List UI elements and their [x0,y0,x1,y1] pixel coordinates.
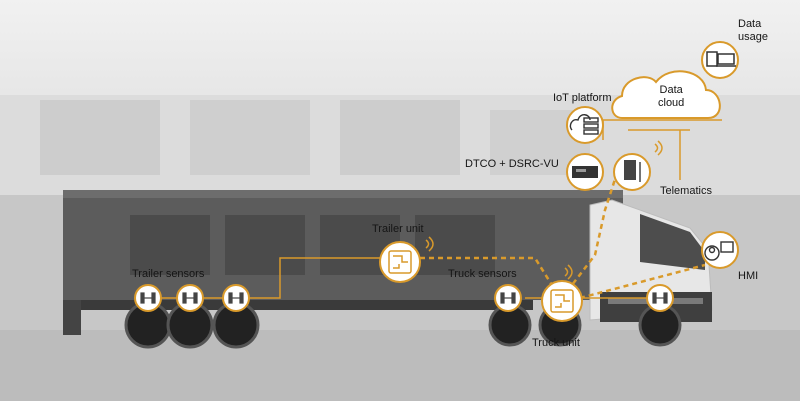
data-usage-label: Data usage [738,18,768,44]
wireless-signal-icon [564,264,573,280]
dtco-label: DTCO + DSRC-VU [465,158,559,170]
wireless-signal-icon [425,236,434,252]
driver-display-icon [704,241,734,261]
hmi-node [701,231,739,269]
tachograph-icon [572,166,598,178]
data-usage-label-line1: Data [738,18,762,30]
trailer-body [63,190,623,335]
server-icon [569,114,599,135]
telematics-label: Telematics [660,185,712,197]
truck-cab [589,199,713,322]
data-cloud-label-line1: Data [659,84,683,96]
data-cloud-label-line2: cloud [658,97,685,109]
cloud-icon [611,70,721,119]
truck-unit-label: Truck unit [532,337,580,349]
iot-platform-label: IoT platform [553,92,612,104]
telematics-device-icon [624,160,641,182]
trailer-sensors-label: Trailer sensors [132,268,205,280]
truck-unit-node [541,280,583,322]
laptop-icon [706,51,736,67]
trailer-unit-node [379,241,421,283]
wheel-axle-icon [140,292,668,304]
wireless-signal-icon [654,140,663,156]
truck-sensors-label: Truck sensors [448,268,517,280]
data-usage-node [701,41,739,79]
data-cloud-label: Data cloud [658,84,684,110]
hmi-label: HMI [738,270,759,282]
circuit-chip-icon [550,289,574,313]
circuit-chip-icon [388,250,412,274]
data-usage-label-line2: usage [738,31,768,43]
trailer-unit-label: Trailer unit [372,223,424,235]
